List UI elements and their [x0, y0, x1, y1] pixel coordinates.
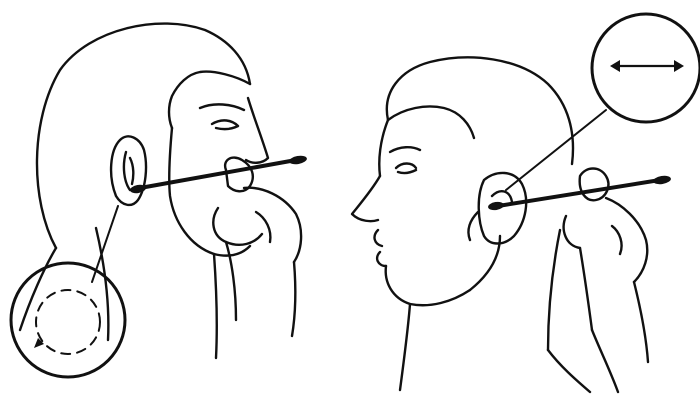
left-hairline — [169, 72, 250, 128]
right-eye — [396, 164, 416, 174]
right-nose — [352, 176, 380, 221]
left-shoulder — [20, 248, 56, 330]
right-forehead — [379, 120, 388, 176]
left-neck-back — [96, 228, 108, 340]
right-hairline — [388, 107, 474, 139]
left-eye — [212, 120, 238, 129]
right-brow — [390, 147, 420, 152]
right-neck-back — [548, 230, 560, 350]
double-headed-arrow-icon — [610, 60, 684, 72]
left-head-outline — [37, 24, 250, 248]
right-ear — [479, 173, 526, 244]
left-brow — [200, 104, 244, 110]
dashed-circle-arrow-icon — [36, 290, 100, 354]
left-swab — [129, 154, 307, 194]
right-ear-inner — [492, 191, 512, 202]
right-chin — [386, 266, 470, 305]
back-and-forth-motion-inset — [506, 14, 700, 190]
left-ear — [111, 136, 146, 205]
right-shoulder — [548, 350, 590, 392]
right-figure — [352, 57, 590, 392]
left-ear-inner — [124, 152, 133, 190]
left-hand — [213, 158, 301, 336]
right-lips — [375, 230, 386, 266]
left-nose — [246, 98, 268, 163]
right-hand — [564, 169, 648, 393]
left-neck-front — [214, 254, 217, 358]
right-neck-front — [400, 304, 410, 390]
